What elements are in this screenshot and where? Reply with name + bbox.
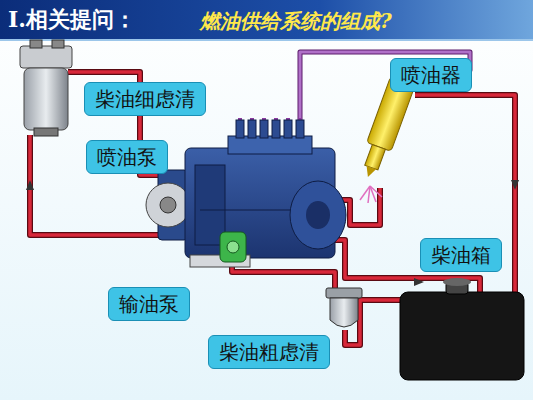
part-name: 喷油器 bbox=[401, 63, 461, 87]
injection-pump bbox=[146, 120, 346, 267]
part-label-box: 喷油器 bbox=[390, 58, 472, 92]
part-label-box: 输油泵 bbox=[108, 287, 190, 321]
fuel-tank bbox=[400, 278, 524, 380]
transfer-pump bbox=[220, 232, 246, 262]
fine-filter bbox=[20, 40, 72, 136]
fuel-spray bbox=[360, 186, 382, 203]
part-label-box: 柴油粗虑清 bbox=[208, 335, 330, 369]
injector bbox=[356, 77, 415, 182]
part-name: 喷油泵 bbox=[97, 145, 157, 169]
part-name: 柴油粗虑清 bbox=[219, 340, 319, 364]
header-band bbox=[0, 0, 533, 40]
slide-title: 燃油供给系统的组成? bbox=[200, 8, 392, 35]
section-heading: Ⅰ.相关提问： bbox=[8, 5, 136, 35]
part-label-box: 柴油箱 bbox=[420, 238, 502, 272]
part-label-box: 喷油泵 bbox=[86, 140, 168, 174]
part-name: 输油泵 bbox=[119, 292, 179, 316]
coarse-filter bbox=[326, 288, 362, 327]
part-name: 柴油箱 bbox=[431, 243, 491, 267]
part-label-box: 柴油细虑清 bbox=[84, 82, 206, 116]
part-name: 柴油细虑清 bbox=[95, 87, 195, 111]
